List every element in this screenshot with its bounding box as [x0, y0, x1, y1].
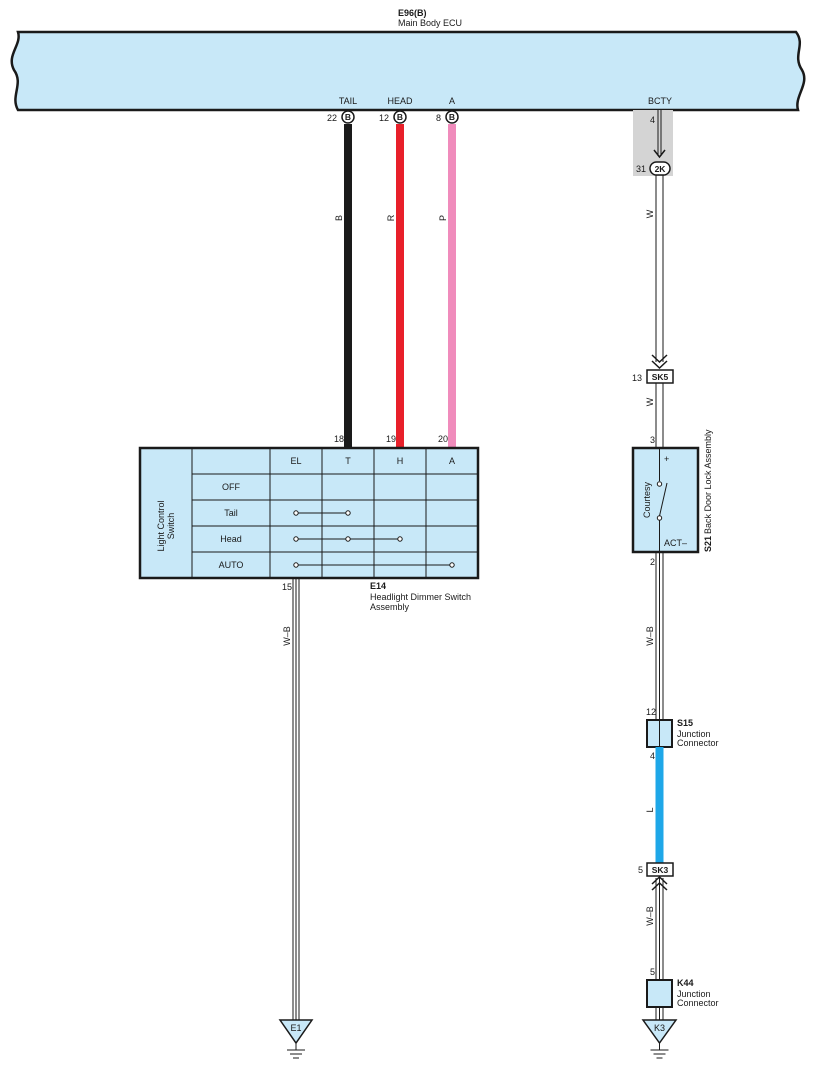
ecu-pin-label: A	[449, 96, 455, 106]
wire-s15-out	[655, 747, 664, 863]
wire-bcty-short	[657, 110, 662, 156]
e14-switch-table: EL T H A OFF Tail Head AUTO Light Contro…	[138, 446, 480, 580]
s15-pin-top: 12	[646, 707, 656, 717]
junction-sk3	[646, 862, 674, 877]
continuity-tail	[293, 510, 351, 516]
ecu-pin-label: BCTY	[648, 96, 672, 106]
s15-code: S15	[677, 718, 693, 728]
s21-code: S21	[703, 536, 713, 552]
s15-name: Junction	[677, 729, 711, 739]
ecu-pin-a: A 8 B	[436, 96, 459, 124]
ecu-code: E96(B)	[398, 8, 427, 18]
junction-label: SK5	[652, 372, 669, 382]
wire-s21-out	[655, 552, 664, 720]
connector-b-icon	[393, 110, 407, 124]
s15-pin-bottom: 4	[650, 751, 655, 761]
wire-sk3-out	[655, 878, 664, 980]
junction-sk5	[646, 369, 674, 384]
connector-b-icon	[445, 110, 459, 124]
continuity-head	[293, 536, 403, 542]
switch-icon	[656, 448, 668, 552]
s21-switch-box	[631, 446, 700, 554]
ecu-pin-number: 4	[650, 115, 655, 125]
k44-code: K44	[677, 978, 694, 988]
wire-bcty2	[655, 383, 664, 448]
wire-color-label: B	[334, 215, 344, 221]
junction-pin: 31	[636, 164, 646, 174]
arrow-down-icon	[651, 354, 668, 370]
ecu-pin-tail: TAIL 22 B	[327, 96, 357, 124]
wire-color-label: P	[438, 215, 448, 221]
ecu-body	[10, 30, 806, 112]
wire-color-label: R	[386, 214, 396, 221]
connector-code: B	[449, 112, 455, 122]
wire-a	[448, 124, 456, 448]
s21-pin-top: 3	[650, 435, 655, 445]
connector-b-icon	[341, 110, 355, 124]
wire-tail	[344, 124, 352, 448]
arrow-down-icon	[653, 149, 666, 159]
connector-code: B	[397, 112, 403, 122]
s21-switch-label: Courtesy	[642, 481, 652, 518]
ecu-pin-head: HEAD 12 B	[379, 96, 413, 124]
wire-ground-left	[292, 578, 300, 1020]
table-column-header: EL	[290, 456, 301, 466]
table-row-label: Head	[220, 534, 242, 544]
e14-pin-number: 19	[386, 434, 396, 444]
junction-label: 2K	[655, 164, 667, 174]
k44-name: Connector	[677, 998, 719, 1008]
e14-ground-pin: 15	[282, 582, 292, 592]
ecu-pin-number: 12	[379, 113, 389, 123]
wire-bcty	[655, 175, 664, 362]
ground-label: K3	[654, 1023, 665, 1033]
ecu-pin-label: TAIL	[339, 96, 357, 106]
switch-side-label: Light Control	[156, 500, 166, 551]
wire-color-label: L	[645, 807, 655, 812]
junction-2k	[649, 161, 671, 176]
switch-side-label: Switch	[166, 513, 176, 540]
e14-pin-number: 18	[334, 434, 344, 444]
ground-label: E1	[290, 1023, 301, 1033]
e14-name: Headlight Dimmer Switch	[370, 592, 471, 602]
e14-name: Assembly	[370, 602, 410, 612]
table-column-header: A	[449, 456, 455, 466]
ecu-pin-number: 22	[327, 113, 337, 123]
s15-junction-connector	[646, 719, 673, 748]
wire-color-label: W	[645, 209, 655, 218]
wire-color-label: W–B	[645, 626, 655, 646]
table-row-label: Tail	[224, 508, 238, 518]
table-column-header: H	[397, 456, 404, 466]
wire-k44-ground	[655, 1007, 664, 1020]
wire-color-label: W–B	[645, 906, 655, 926]
ecu-pin-label: HEAD	[387, 96, 413, 106]
s21-plus: +	[664, 454, 669, 464]
ground-icon	[641, 1019, 678, 1059]
s15-name: Connector	[677, 738, 719, 748]
ground-icon	[278, 1019, 314, 1059]
junction-pin: 13	[632, 373, 642, 383]
ecu-pin-number: 8	[436, 113, 441, 123]
s21-name: Back Door Lock Assembly	[703, 429, 713, 534]
wire-head	[396, 124, 404, 448]
connector-code: B	[345, 112, 351, 122]
e14-code: E14	[370, 581, 386, 591]
wire-color-label: W	[645, 397, 655, 406]
junction-pin: 5	[638, 865, 643, 875]
k44-name: Junction	[677, 989, 711, 999]
k44-junction-connector	[646, 979, 673, 1008]
wire-color-label: W–B	[282, 626, 292, 646]
table-row-label: AUTO	[219, 560, 244, 570]
ecu-name: Main Body ECU	[398, 18, 462, 28]
table-column-header: T	[345, 456, 351, 466]
continuity-auto	[293, 562, 455, 568]
s21-pin-bottom: 2	[650, 557, 655, 567]
k44-pin: 5	[650, 967, 655, 977]
e14-pin-number: 20	[438, 434, 448, 444]
table-row-label: OFF	[222, 482, 240, 492]
s21-act: ACT–	[664, 538, 687, 548]
junction-label: SK3	[652, 865, 669, 875]
